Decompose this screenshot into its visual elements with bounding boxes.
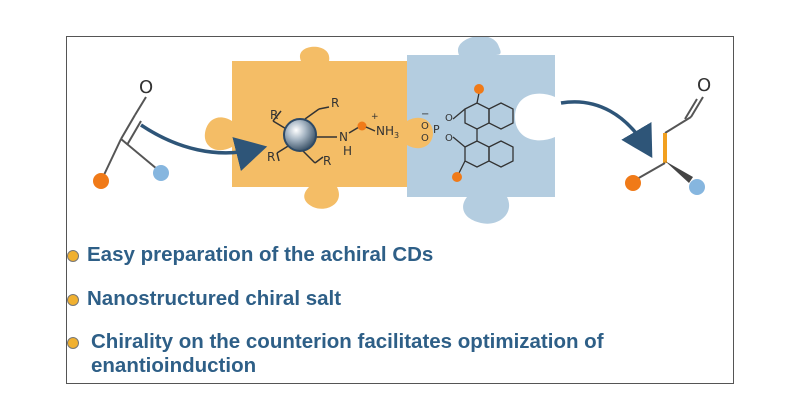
- orange-puzzle-piece: [204, 46, 433, 209]
- bullet-dot: [67, 337, 79, 349]
- bullet-dot: [67, 250, 79, 262]
- dendrimer-core-sphere: [283, 118, 317, 152]
- product-orange-atom: [625, 175, 641, 191]
- bullet-text-2: Nanostructured chiral salt: [87, 287, 342, 310]
- substrate-molecule: O: [93, 77, 169, 189]
- dendrimer-structure: R R R R N H + NH3: [267, 96, 399, 168]
- blue-puzzle-piece: [381, 37, 555, 224]
- substrate-oxygen: O: [139, 77, 153, 98]
- bullet-item-1: Easy preparation of the achiral CDs: [67, 243, 433, 267]
- phosphate-o3: O: [445, 113, 453, 124]
- phosphate-o1: O: [421, 121, 429, 132]
- ammonium-group: NH3: [376, 124, 399, 140]
- bullet-dot: [67, 294, 79, 306]
- right-curved-arrow: [560, 100, 653, 159]
- r-label-4: R: [323, 154, 331, 168]
- product-oxygen: O: [697, 75, 711, 96]
- figure-frame: O R R R R N H + NH3: [66, 36, 734, 384]
- phosphate-charge: −: [421, 109, 429, 120]
- phosphate-structure: − O P O O O: [421, 84, 514, 182]
- amine-h: H: [343, 144, 352, 158]
- bullet-item-2: Nanostructured chiral salt: [67, 287, 341, 311]
- ammonium-charge: +: [371, 112, 379, 122]
- substrate-blue-atom: [153, 165, 169, 181]
- phosphate-o4: O: [445, 133, 453, 144]
- r-label-3: R: [267, 150, 275, 164]
- binol-lower-orange-atom: [452, 172, 462, 182]
- r-label-2: R: [331, 96, 339, 110]
- bullet-text-3-line-1: Chirality on the counterion facilitates …: [91, 330, 604, 353]
- bullet-text-3-line-2: enantioinduction: [91, 354, 257, 377]
- product-blue-atom: [689, 179, 705, 195]
- bullet-text-1: Easy preparation of the achiral CDs: [87, 243, 434, 266]
- product-molecule: O: [625, 75, 711, 195]
- phosphate-o2: O: [421, 133, 429, 144]
- substrate-orange-atom: [93, 173, 109, 189]
- bullet-item-3: Chirality on the counterion facilitates …: [67, 330, 604, 378]
- binol-upper-orange-atom: [474, 84, 484, 94]
- r-label-1: R: [270, 108, 278, 122]
- phosphate-p: P: [433, 123, 440, 136]
- left-curved-arrow: [140, 123, 268, 172]
- linker-orange-atom: [357, 121, 367, 131]
- amine-n: N: [339, 130, 348, 144]
- reaction-scheme: O R R R R N H + NH3: [93, 37, 711, 224]
